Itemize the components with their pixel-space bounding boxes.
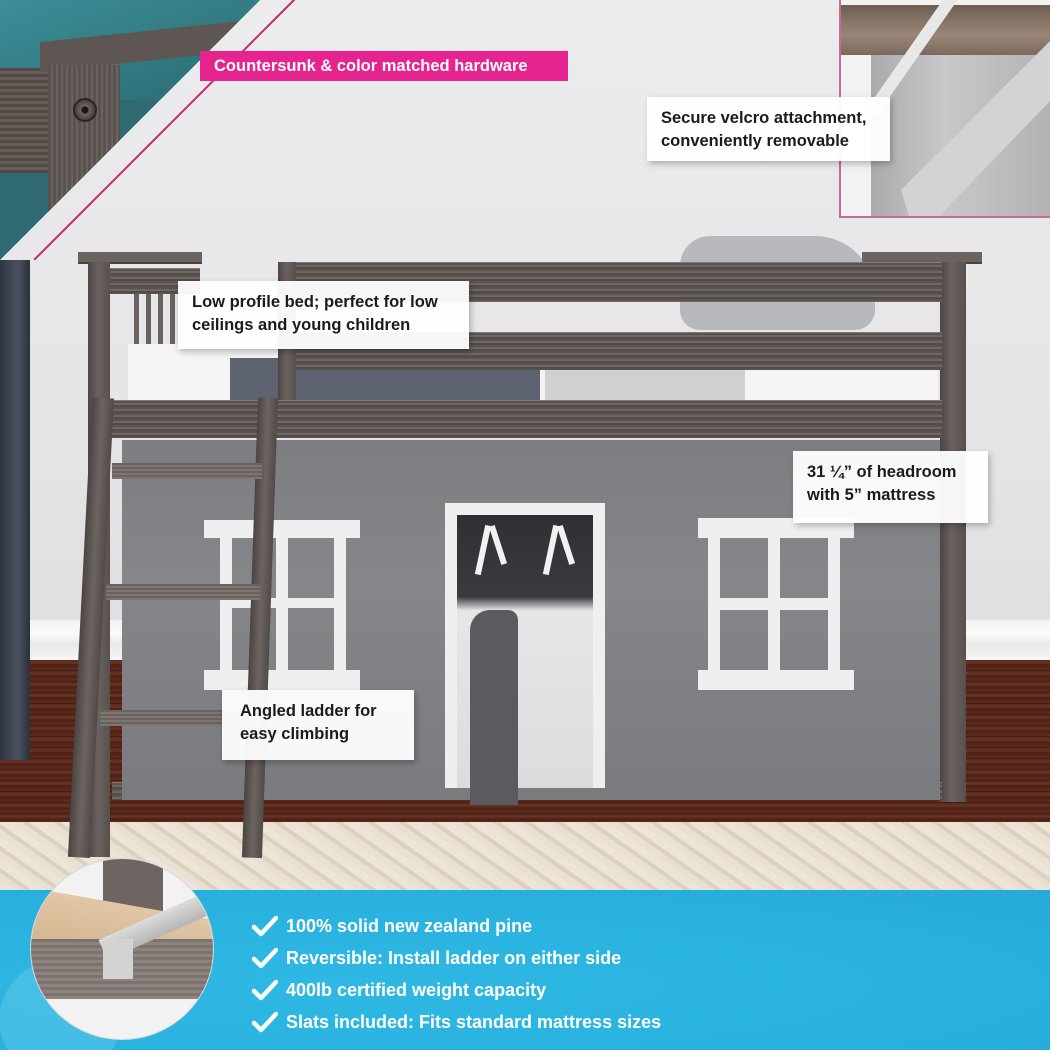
feature-item: 100% solid new zealand pine [252,910,661,942]
ladder-callout: Angled ladder for easy climbing [222,690,414,760]
sheet [545,370,745,400]
checkmark-icon [252,979,278,1001]
headboard-slat [170,294,175,349]
ladder-step [100,710,260,726]
headboard-cap [78,252,202,264]
room-curtain [0,260,30,760]
ladder-step [112,463,262,479]
feature-item: Reversible: Install ladder on either sid… [252,942,661,974]
side-rail [112,400,942,438]
headroom-callout: 31 ¼” of headroom with 5” mattress [793,451,988,523]
ladder-step [106,584,260,600]
headboard-slat [134,294,139,349]
headboard-slat [146,294,151,349]
screw-icon [73,98,97,122]
velcro-callout: Secure velcro attachment, conveniently r… [647,97,890,161]
hardware-callout: Countersunk & color matched hardware [200,51,568,81]
headboard-slat [158,294,163,349]
feature-item: Slats included: Fits standard mattress s… [252,1006,661,1038]
low-profile-callout: Low profile bed; perfect for low ceiling… [178,281,469,349]
checkmark-icon [252,947,278,969]
checkmark-icon [252,1011,278,1033]
checkmark-icon [252,915,278,937]
right-post [940,262,966,802]
guardrail-middle [296,332,942,370]
feature-list: 100% solid new zealand pine Reversible: … [252,910,661,1038]
curtain-door [445,503,605,805]
feature-item: 400lb certified weight capacity [252,974,661,1006]
slat-bracket-inset [30,858,214,1040]
